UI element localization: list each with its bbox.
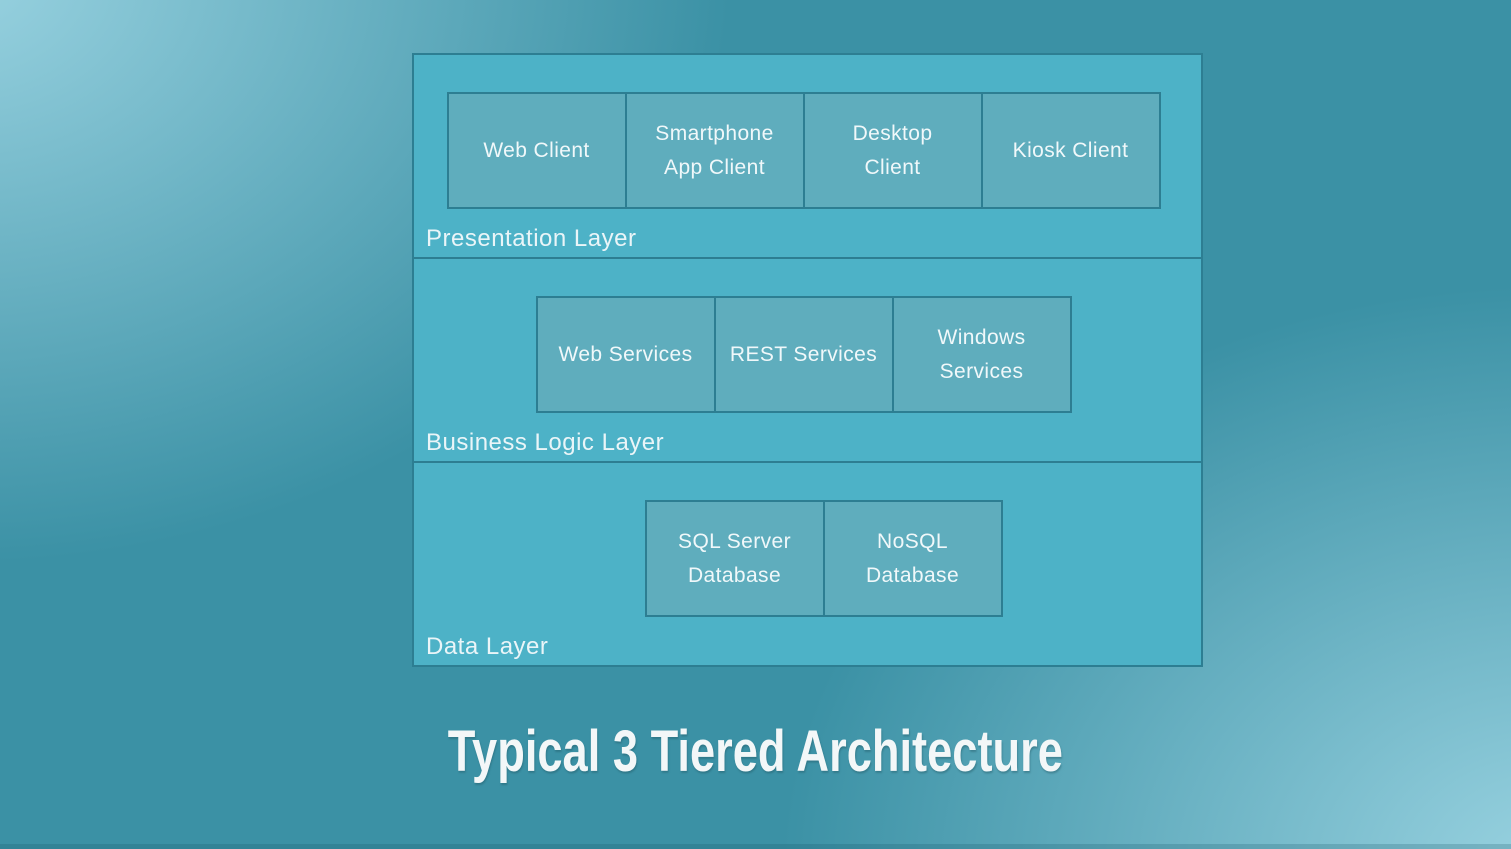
box-windows-services: Windows Services bbox=[891, 296, 1072, 413]
slide-title-text: Typical 3 Tiered Architecture bbox=[447, 719, 1064, 784]
layer-label-presentation: Presentation Layer bbox=[426, 225, 637, 252]
box-desktop-client: Desktop Client bbox=[802, 92, 983, 209]
box-web-client: Web Client bbox=[446, 92, 627, 209]
box-sql-server-database: SQL Server Database bbox=[644, 500, 825, 617]
layer-label-business-logic: Business Logic Layer bbox=[426, 429, 665, 456]
layer-presentation: Web Client Smartphone App Client Desktop… bbox=[412, 53, 1203, 259]
business-logic-boxes-row: Web Services REST Services Windows Servi… bbox=[410, 296, 1197, 413]
bottom-edge-strip bbox=[0, 844, 1511, 849]
box-nosql-database: NoSQL Database bbox=[822, 500, 1003, 617]
presentation-boxes-row: Web Client Smartphone App Client Desktop… bbox=[410, 92, 1197, 209]
layer-business-logic: Web Services REST Services Windows Servi… bbox=[412, 257, 1203, 463]
architecture-diagram: Web Client Smartphone App Client Desktop… bbox=[412, 53, 1203, 667]
layer-label-data: Data Layer bbox=[426, 633, 549, 660]
box-smartphone-app-client: Smartphone App Client bbox=[624, 92, 805, 209]
box-rest-services: REST Services bbox=[713, 296, 894, 413]
slide-title: Typical 3 Tiered Architecture bbox=[0, 720, 1511, 784]
box-web-services: Web Services bbox=[535, 296, 716, 413]
box-kiosk-client: Kiosk Client bbox=[980, 92, 1161, 209]
layer-data: SQL Server Database NoSQL Database Data … bbox=[412, 461, 1203, 667]
data-boxes-row: SQL Server Database NoSQL Database bbox=[430, 500, 1217, 617]
